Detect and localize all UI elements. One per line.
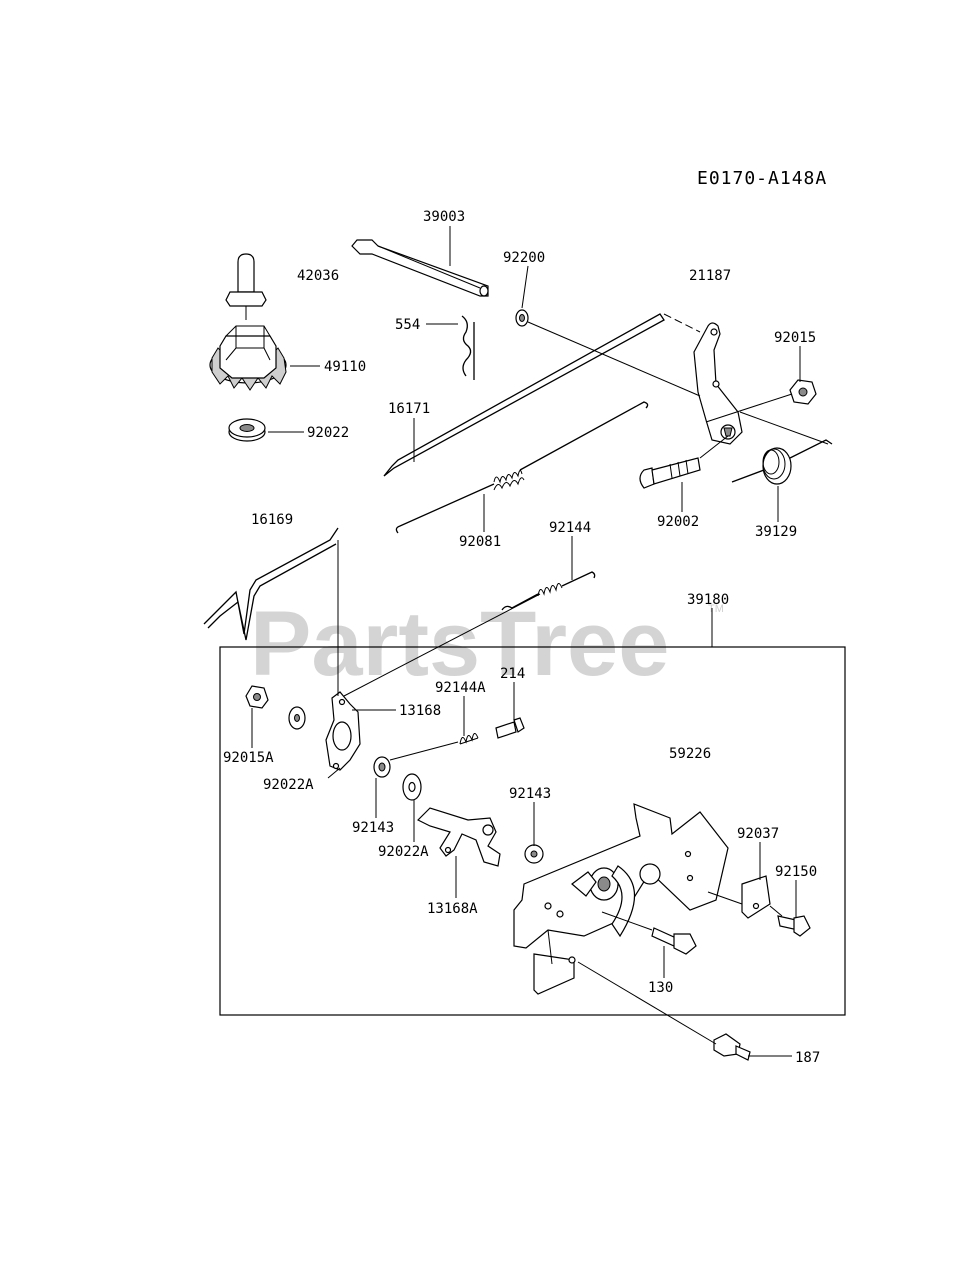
label-92022A-b[interactable]: 92022A (378, 844, 429, 860)
clip-92200[interactable] (515, 309, 529, 327)
label-92022A-a[interactable]: 92022A (263, 777, 314, 793)
washer-92143-b[interactable] (524, 844, 544, 864)
clip-92037[interactable] (741, 875, 771, 919)
label-39003[interactable]: 39003 (423, 209, 465, 225)
label-49110[interactable]: 49110 (324, 359, 366, 375)
spring-39129[interactable] (731, 439, 833, 485)
label-554[interactable]: 554 (395, 317, 420, 333)
label-92143-b[interactable]: 92143 (509, 786, 551, 802)
label-leaders (251, 226, 801, 1057)
label-92037[interactable]: 92037 (737, 826, 779, 842)
label-92002[interactable]: 92002 (657, 514, 699, 530)
watermark: PartsTree (250, 593, 669, 695)
label-13168[interactable]: 13168 (399, 703, 441, 719)
label-21187[interactable]: 21187 (689, 268, 731, 284)
label-92022[interactable]: 92022 (307, 425, 349, 441)
pin-554[interactable] (461, 315, 475, 380)
label-59226[interactable]: 59226 (669, 746, 711, 762)
bolt-92002[interactable] (639, 457, 701, 489)
label-92200[interactable]: 92200 (503, 250, 545, 266)
governor-arm-21187[interactable] (663, 313, 743, 445)
label-16171[interactable]: 16171 (388, 401, 430, 417)
label-39180[interactable]: 39180 (687, 592, 729, 608)
label-187[interactable]: 187 (795, 1050, 820, 1066)
nut-92015[interactable] (789, 379, 817, 405)
nut-92015A[interactable] (245, 685, 269, 709)
label-92144A[interactable]: 92144A (435, 680, 486, 696)
label-92143-a[interactable]: 92143 (352, 820, 394, 836)
connection-lines (337, 321, 829, 1045)
label-39129[interactable]: 39129 (755, 524, 797, 540)
governor-gear-group[interactable] (209, 253, 287, 442)
washer-92143-a[interactable] (373, 756, 391, 778)
screw-214[interactable] (495, 717, 525, 739)
lever-13168[interactable] (325, 691, 361, 771)
spring-92144A[interactable] (459, 733, 479, 745)
label-92144[interactable]: 92144 (549, 520, 591, 536)
label-214[interactable]: 214 (500, 666, 525, 682)
label-92081[interactable]: 92081 (459, 534, 501, 550)
label-42036[interactable]: 42036 (297, 268, 339, 284)
label-92015[interactable]: 92015 (774, 330, 816, 346)
label-16169[interactable]: 16169 (251, 512, 293, 528)
lever-13168A[interactable] (416, 807, 501, 867)
holder-pin-42036[interactable] (237, 253, 255, 293)
governor-shaft-39003[interactable] (351, 239, 489, 297)
assembly-39180-frame (219, 646, 846, 1016)
label-92150[interactable]: 92150 (775, 864, 817, 880)
diagram-code: E0170-A148A (697, 168, 827, 189)
label-13168A[interactable]: 13168A (427, 901, 478, 917)
label-130[interactable]: 130 (648, 980, 673, 996)
screw-92150[interactable] (777, 915, 811, 937)
bolt-130[interactable] (651, 927, 697, 955)
bracket-plate-59226[interactable] (513, 803, 729, 995)
rod-16169[interactable] (203, 527, 339, 641)
spring-92144[interactable] (501, 571, 596, 611)
spring-92081[interactable] (395, 401, 649, 534)
bolt-187[interactable] (713, 1033, 751, 1061)
label-92015A[interactable]: 92015A (223, 750, 274, 766)
rod-16171[interactable] (383, 313, 665, 477)
